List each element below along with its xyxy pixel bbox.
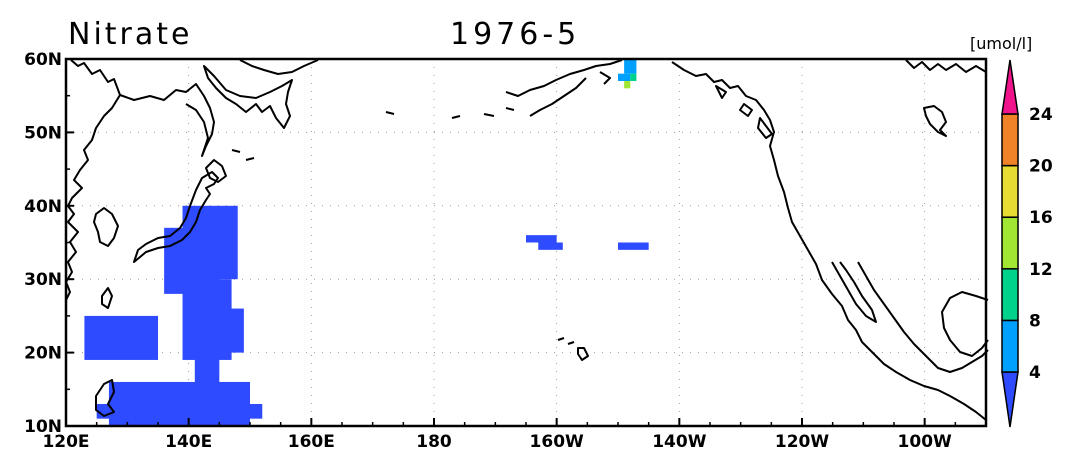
coast-philippines: [95, 379, 115, 417]
colorbar-label: 20: [1029, 157, 1053, 177]
y-tick-label: 60N: [24, 50, 62, 70]
data-cell: [207, 330, 232, 353]
colorbar-label: 16: [1029, 208, 1053, 228]
x-tick-label: 140W: [652, 432, 706, 452]
colorbar-label: 4: [1029, 363, 1041, 383]
data-cell: [624, 59, 637, 74]
coast-korea: [93, 207, 119, 247]
data-cell: [96, 403, 263, 419]
coast-chukotka: [239, 59, 319, 75]
coast-hawaii: [557, 337, 589, 361]
colorbar-segment: [1001, 319, 1019, 373]
x-tick-label: 160E: [288, 432, 335, 452]
x-tick-label: 160W: [530, 432, 584, 452]
coast-mexico: [857, 261, 989, 373]
coast-taiwan: [101, 287, 113, 309]
y-tick-label: 30N: [24, 270, 62, 290]
data-cell: [618, 73, 631, 82]
data-cell: [630, 73, 637, 82]
colorbar-label: 8: [1029, 311, 1041, 331]
colorbar-segment: [1001, 268, 1019, 322]
colorbar-label: 12: [1029, 260, 1053, 280]
colorbar-label: 24: [1029, 105, 1053, 125]
coast-asia-mainland: [65, 59, 121, 301]
data-cell: [170, 264, 189, 287]
coast-okhotsk: [119, 83, 215, 157]
coast-lake: [923, 105, 947, 137]
coastlines: [65, 59, 989, 421]
coast-yucatan: [941, 291, 989, 357]
colorbar-segment: [1001, 113, 1019, 167]
colorbar-segment: [1001, 164, 1019, 218]
data-cell: [526, 235, 557, 243]
x-tick-label: 100W: [898, 432, 952, 452]
data-cell: [618, 242, 649, 250]
x-tick-label: 180: [416, 432, 452, 452]
coast-alaska-gulf: [671, 61, 987, 421]
coast-bc-islands: [715, 85, 773, 139]
coast-aleutians: [231, 107, 515, 161]
y-tick-label: 10N: [24, 417, 62, 437]
map-area: 120E 140E 160E 180 160W 140W 120W 100W 10N 20N 30…: [24, 50, 989, 452]
y-tick-label: 20N: [24, 344, 62, 364]
x-axis-ticks: 120E 140E 160E 180 160W 140W 120W 100W: [42, 418, 957, 452]
y-axis-ticks: 10N 20N 30N 40N 50N 60N: [24, 50, 74, 437]
data-cell: [538, 242, 563, 250]
colorbar: 4 8 12 16 20 24: [1001, 59, 1053, 428]
colorbar-segment: [1001, 216, 1019, 270]
date-label: 1976-5: [450, 17, 580, 52]
map-title: Nitrate: [68, 17, 192, 52]
y-tick-label: 50N: [24, 123, 62, 143]
coast-hokkaido: [205, 159, 227, 183]
x-tick-label: 120E: [42, 432, 89, 452]
coast-kamchatka: [203, 65, 293, 129]
x-tick-label: 120W: [775, 432, 829, 452]
coast-alaska: [505, 59, 623, 117]
y-tick-label: 40N: [24, 197, 62, 217]
data-cell: [170, 242, 195, 265]
data-cell: [151, 323, 158, 338]
x-tick-label: 140E: [165, 432, 212, 452]
coast-baja: [831, 261, 877, 323]
colorbar-upper-arrow: [1001, 59, 1019, 115]
unit-label: [umol/l]: [970, 34, 1032, 53]
data-cell: [108, 381, 250, 426]
data-cells: [84, 59, 649, 426]
coast-canada-north: [905, 59, 987, 73]
data-cell: [624, 81, 631, 89]
data-cell: [84, 315, 158, 360]
